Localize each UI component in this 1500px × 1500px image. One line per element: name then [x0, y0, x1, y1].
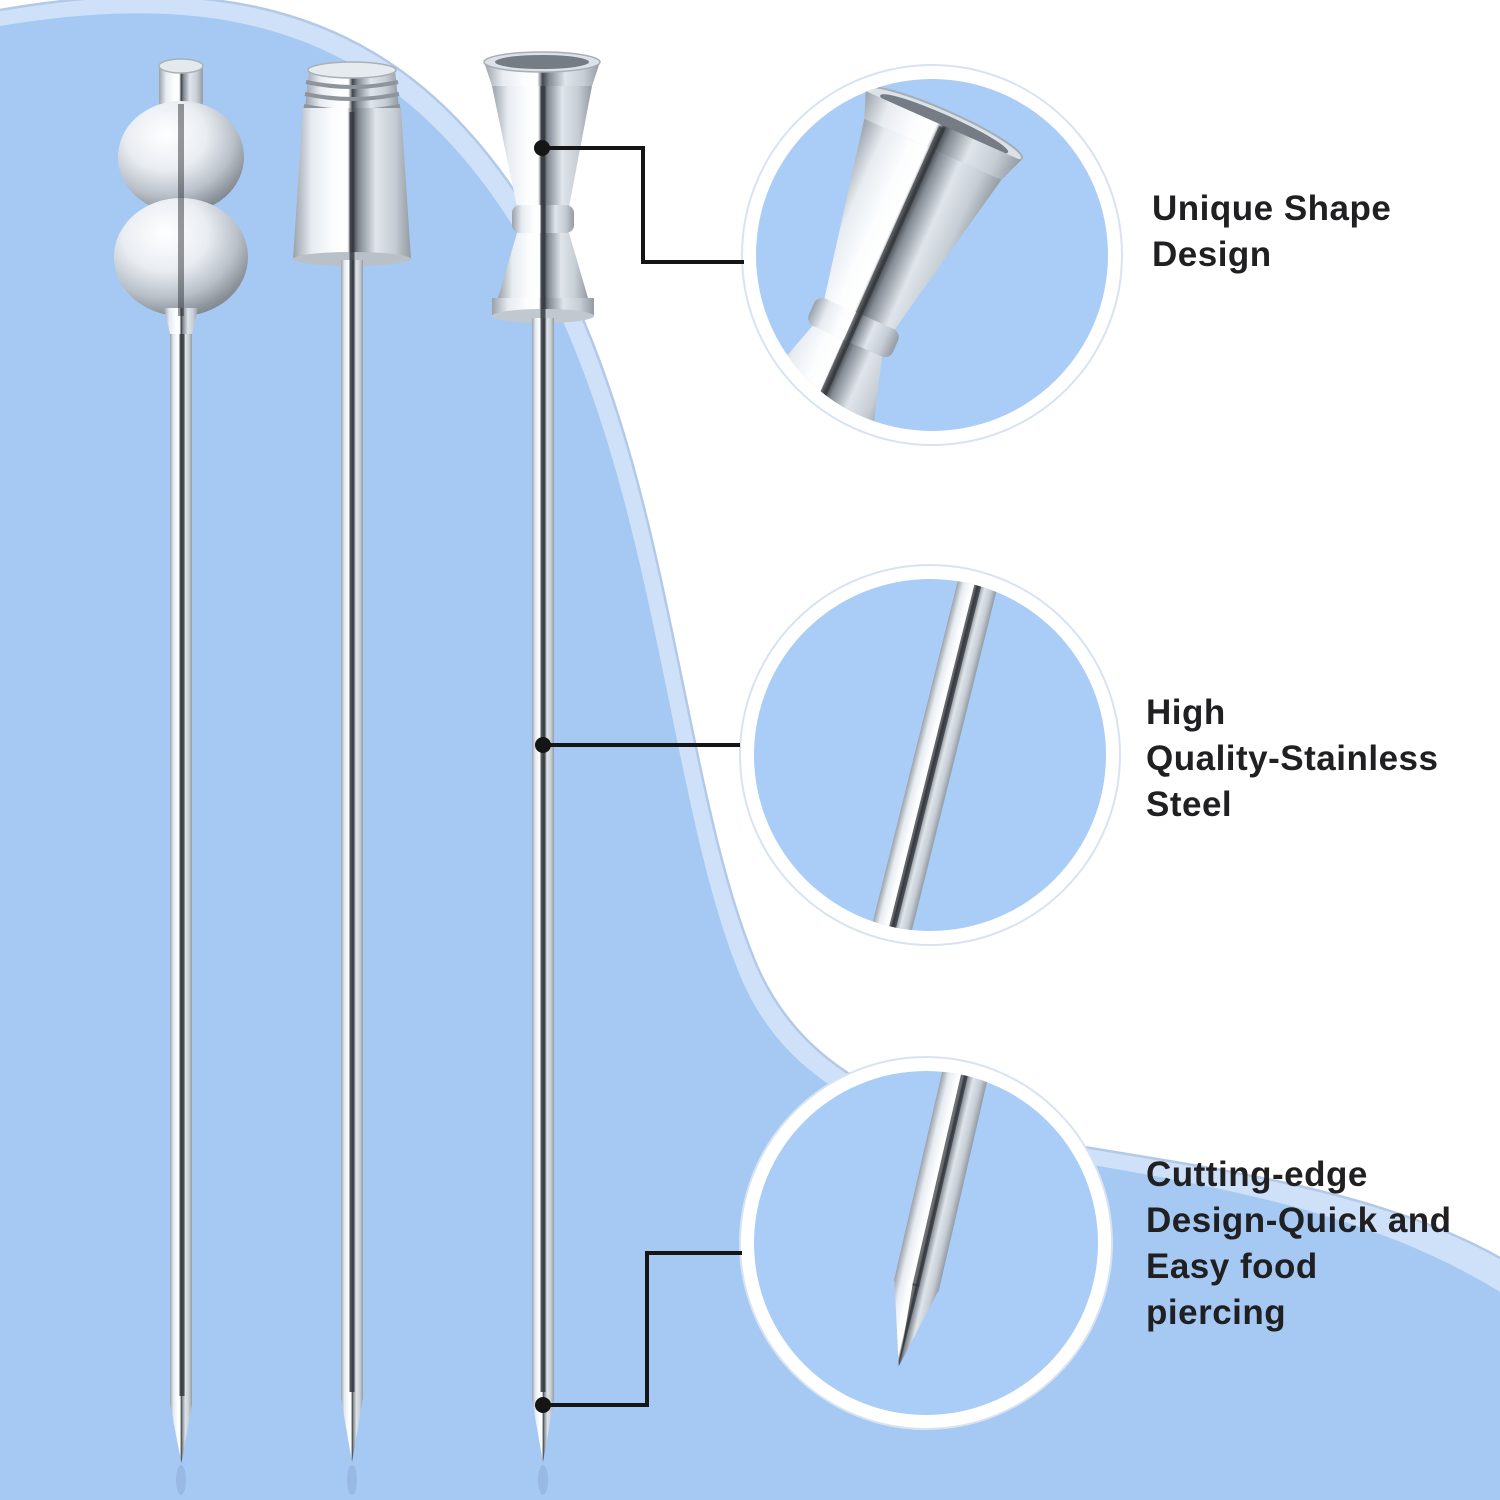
feature-line: piercing: [1146, 1293, 1287, 1332]
feature-line: Design-Quick and: [1146, 1201, 1452, 1240]
feature-line: Cutting-edge: [1146, 1155, 1368, 1194]
magnified-needle-tip-icon: [893, 1071, 995, 1367]
callout-line-unique-shape: [542, 146, 744, 264]
feature-line: Easy food: [1146, 1247, 1318, 1286]
feature-text-unique-shape: Unique Shape Design: [1152, 186, 1391, 278]
feature-line: Quality-Stainless: [1146, 739, 1439, 778]
feature-line: Steel: [1146, 785, 1233, 824]
feature-line: Unique Shape: [1152, 189, 1392, 228]
callout-line-cutting-edge: [543, 1251, 742, 1407]
callout-dot-cutting-edge: [535, 1397, 551, 1413]
magnified-steel-shaft-icon: [861, 579, 1009, 931]
tapered-cup-top-pick-icon: [293, 61, 411, 1495]
zoom-bubble-unique-shape: [741, 64, 1123, 446]
callout-dot-unique-shape: [534, 140, 550, 156]
background-wave: [0, 13, 1500, 1500]
feature-line: Design: [1152, 235, 1272, 274]
double-ball-top-pick-icon: [114, 58, 248, 1495]
feature-text-cutting-edge: Cutting-edge Design-Quick and Easy food …: [1146, 1152, 1452, 1336]
zoom-bubble-stainless-steel: [739, 564, 1121, 946]
feature-text-stainless-steel: High Quality-Stainless Steel: [1146, 690, 1438, 828]
callout-dot-stainless-steel: [535, 737, 551, 753]
zoom-bubble-cutting-edge: [739, 1056, 1113, 1430]
feature-line: High: [1146, 693, 1226, 732]
